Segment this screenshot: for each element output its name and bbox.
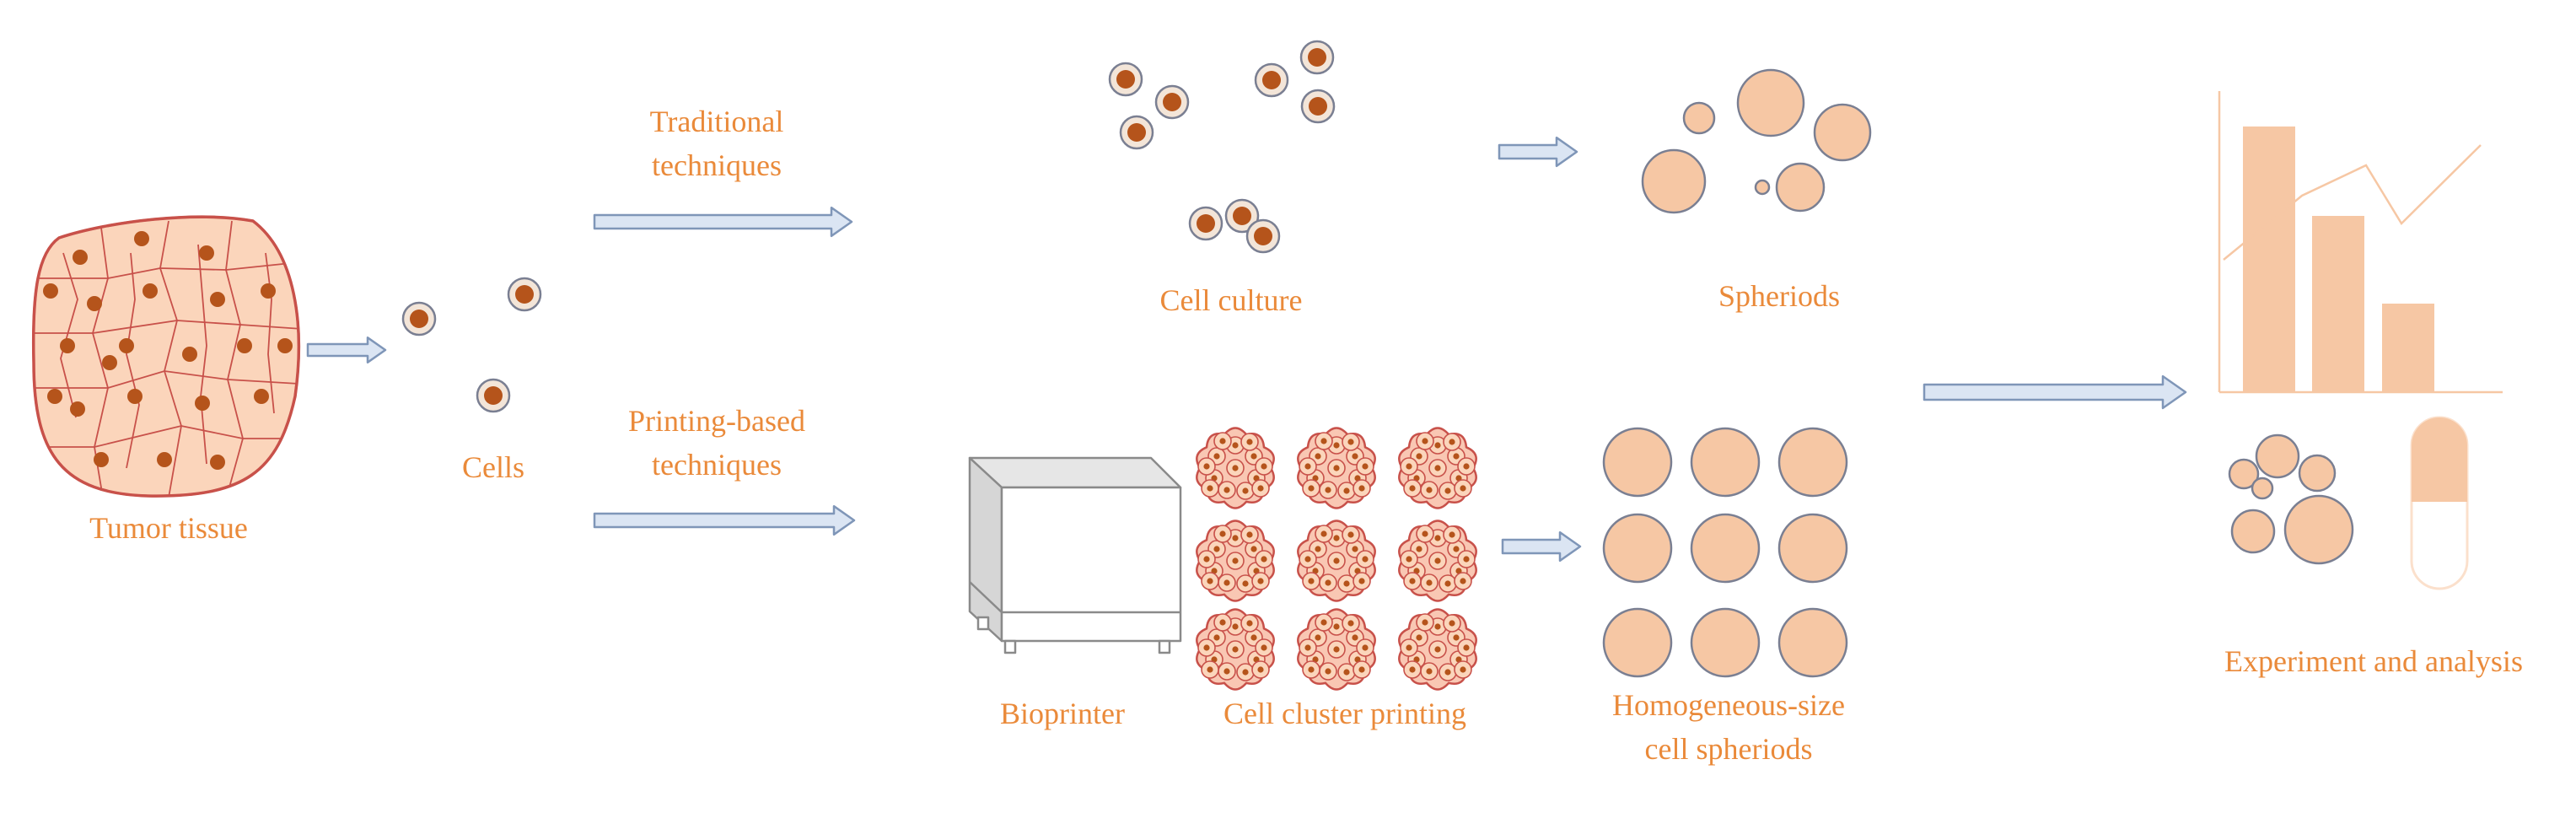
traditional-label-line2: techniques xyxy=(652,148,782,182)
cell-culture-label: Cell culture xyxy=(1159,283,1303,317)
homogeneous-spheroid-grid xyxy=(1602,427,1848,678)
spheroid-icon xyxy=(1682,101,1716,135)
cell-icon xyxy=(1108,62,1143,97)
spheroid-icon xyxy=(1641,148,1707,214)
cell-cluster-icon xyxy=(1398,427,1477,509)
spheroid-icon xyxy=(1602,427,1673,498)
arrow-icon xyxy=(593,504,856,536)
homogeneous-label-line1: Homogeneous-size xyxy=(1612,688,1845,722)
tumor-tissue-label: Tumor tissue xyxy=(89,511,248,545)
cell-icon xyxy=(476,378,511,413)
homogeneous-label-line2: cell spheriods xyxy=(1644,732,1813,766)
arrow-icon xyxy=(306,337,387,363)
spheroid-icon xyxy=(2251,476,2274,500)
spheroid-icon xyxy=(2230,509,2276,554)
spheroid-icon xyxy=(1690,607,1761,678)
cell-icon xyxy=(1299,40,1335,75)
cell-cluster-icon xyxy=(1297,427,1376,509)
cell-cluster-icon xyxy=(1196,608,1275,691)
spheroid-icon xyxy=(1602,607,1673,678)
cell-cluster-icon xyxy=(1297,608,1376,691)
cell-cluster-printing-label: Cell cluster printing xyxy=(1223,697,1466,730)
cell-cluster-icon xyxy=(1196,427,1275,509)
spheroid-icon xyxy=(2283,494,2354,565)
spheroid-icon xyxy=(1813,103,1872,162)
flow-arrows xyxy=(306,136,2187,563)
homogeneous-spheroids-label: Homogeneous-size cell spheriods xyxy=(1568,683,1889,771)
cell-icon xyxy=(401,301,437,337)
cell-icon xyxy=(1224,198,1260,234)
arrow-icon xyxy=(593,206,853,238)
bioprinter-label: Bioprinter xyxy=(1000,697,1125,730)
printing-label-line1: Printing-based xyxy=(628,404,805,438)
bioprinter-icon xyxy=(968,456,1182,654)
spheroid-icon xyxy=(1777,513,1848,584)
cell-icon xyxy=(1188,206,1223,241)
traditional-label-line1: Traditional xyxy=(649,105,784,138)
spheroid-icon xyxy=(1777,427,1848,498)
spheroid-icon xyxy=(1690,427,1761,498)
test-tube-icon xyxy=(2410,416,2469,590)
cell-icon xyxy=(1300,89,1336,124)
bar-chart-icon xyxy=(2218,91,2503,394)
experiment-analysis-label: Experiment and analysis xyxy=(2224,644,2523,678)
spheroid-icon xyxy=(2255,433,2300,479)
cell-icon xyxy=(1154,84,1190,120)
cell-cluster-icon xyxy=(1297,520,1376,602)
cell-icon xyxy=(1119,115,1154,150)
cells-label: Cells xyxy=(461,450,524,484)
arrow-icon xyxy=(1501,530,1582,563)
spheroid-icon xyxy=(1775,162,1826,213)
tumor-tissue-icon xyxy=(31,215,301,498)
cell-cluster-icon xyxy=(1196,520,1275,602)
cell-icon xyxy=(507,277,542,312)
spheroids-group xyxy=(1641,68,1872,214)
spheroid-icon xyxy=(1736,68,1805,137)
cells-group xyxy=(401,40,1336,413)
arrow-icon xyxy=(1498,136,1578,168)
cell-cluster-grid xyxy=(1196,427,1477,691)
cell-cluster-icon xyxy=(1398,608,1477,691)
traditional-techniques-label: Traditional techniques xyxy=(590,100,843,187)
cell-cluster-icon xyxy=(1398,520,1477,602)
spheroids-label: Spheriods xyxy=(1718,279,1840,313)
spheroid-icon xyxy=(1602,513,1673,584)
cell-icon xyxy=(1254,62,1289,98)
printing-techniques-label: Printing-based techniques xyxy=(582,399,852,487)
spheroid-icon xyxy=(2298,454,2337,493)
spheroid-icon xyxy=(1690,513,1761,584)
spheroid-icon xyxy=(1777,607,1848,678)
arrow-icon xyxy=(1923,374,2187,410)
spheroid-icon xyxy=(1754,179,1771,196)
experiment-spheroids xyxy=(2228,433,2354,565)
printing-label-line2: techniques xyxy=(652,448,782,482)
spheroid-icon xyxy=(2228,458,2260,490)
cell-icon xyxy=(1245,218,1281,254)
